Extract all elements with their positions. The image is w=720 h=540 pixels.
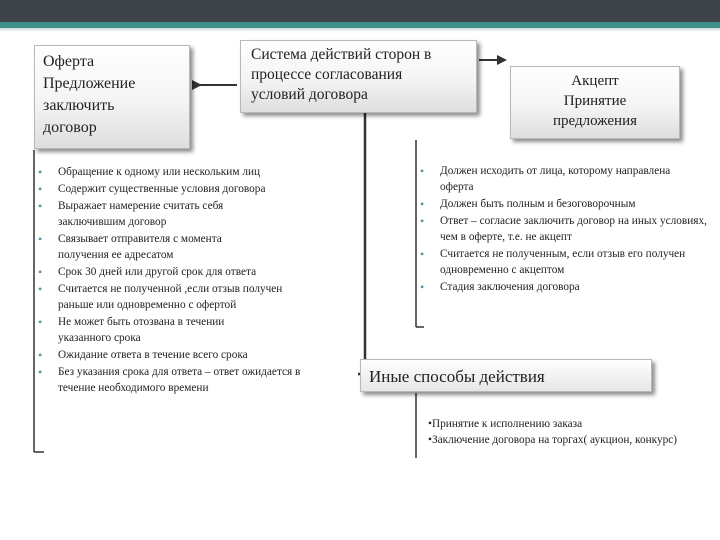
system-title-line: условий договора xyxy=(251,86,368,103)
list-item: Без указания срока для ответа – ответ ож… xyxy=(38,364,308,396)
accept-title-line: Акцепт xyxy=(571,73,619,89)
system-title-line: Система действий сторон в xyxy=(251,46,432,63)
list-item: •Заключение договора на торгах( аукцион,… xyxy=(428,434,678,446)
offer-bullet-list: Обращение к одному или нескольким лиц Со… xyxy=(38,164,328,397)
list-item: Считается не полученным, если отзыв его … xyxy=(420,246,720,278)
offer-title-line: Оферта xyxy=(43,53,95,70)
list-item: •Принятие к исполнению заказа xyxy=(428,418,583,430)
list-item: Связывает отправителя с момента получени… xyxy=(38,231,268,263)
offer-title-line: Предложение xyxy=(43,75,136,92)
list-item: Должен быть полным и безоговорочным xyxy=(420,196,710,212)
list-item: Содержит существенные условия договора xyxy=(38,181,328,197)
list-item: Считается не полученной ,если отзыв полу… xyxy=(38,281,298,313)
list-item: Ожидание ответа в течение всего срока xyxy=(38,347,328,363)
other-box: Иные способы действия xyxy=(360,359,652,392)
accept-box: Акцепт Принятие предложения xyxy=(510,66,680,139)
list-item: Стадия заключения договора xyxy=(420,279,710,295)
list-item: Не может быть отозвана в течении указанн… xyxy=(38,314,278,346)
system-box: Система действий сторон в процессе согла… xyxy=(240,40,477,113)
offer-box: Оферта Предложение заключить договор xyxy=(34,45,190,149)
accept-title-line: предложения xyxy=(552,113,637,129)
offer-title-line: договор xyxy=(43,119,97,136)
list-item: Обращение к одному или нескольким лиц xyxy=(38,164,328,180)
accept-bullet-list: Должен исходить от лица, которому направ… xyxy=(420,163,710,296)
list-item: Срок 30 дней или другой срок для ответа xyxy=(38,264,328,280)
slide-accent-bar xyxy=(0,22,720,28)
other-bullet-list: •Принятие к исполнению заказа •Заключени… xyxy=(428,416,718,448)
list-item: Должен исходить от лица, которому направ… xyxy=(420,163,700,195)
offer-title-line: заключить xyxy=(43,97,115,114)
accept-title-line: Принятие xyxy=(563,93,627,109)
other-title: Иные способы действия xyxy=(369,367,545,386)
slide-top-shine xyxy=(0,28,720,32)
list-item: Ответ – согласие заключить договор на ин… xyxy=(420,213,710,245)
system-title-line: процессе согласования xyxy=(251,66,403,83)
list-item: Выражает намерение считать себя заключив… xyxy=(38,198,268,230)
slide-top-bar xyxy=(0,0,720,32)
